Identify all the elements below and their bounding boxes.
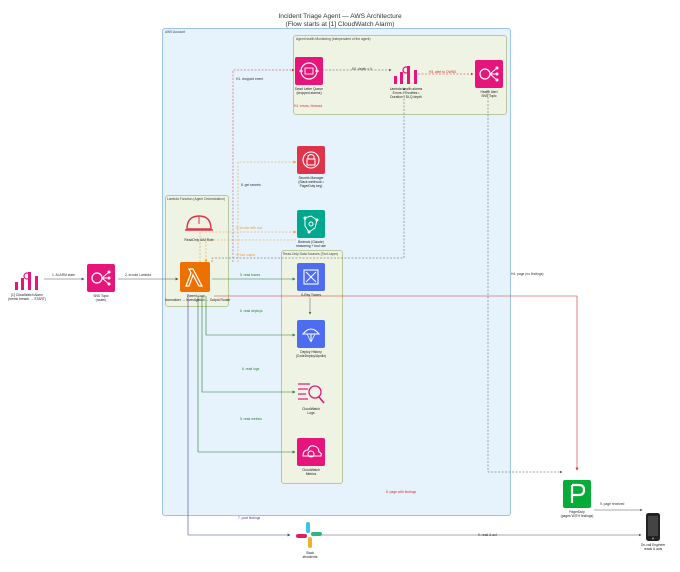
edge-label-e9: 7. post findings bbox=[238, 516, 261, 520]
edge-label-e3: 3. invoke with tool bbox=[236, 226, 263, 230]
cloudwatch-metrics-node bbox=[297, 438, 325, 466]
edge-label-e18: 8. get secrets bbox=[241, 183, 261, 187]
bedrock-label: Bedrock (Claude)reasoning + tool use bbox=[296, 240, 326, 249]
secrets-manager-node bbox=[297, 146, 325, 174]
edge-bedrock-to-lambda bbox=[204, 239, 296, 263]
diagram-title-line1: Incident Triage Agent — AWS Architecture bbox=[278, 13, 402, 20]
edge-label-e4: 4. tool output bbox=[236, 253, 256, 257]
edge-lambda-to-logs bbox=[201, 296, 296, 394]
slack-icon bbox=[296, 522, 322, 548]
cloudwatch-metrics-icon bbox=[302, 445, 322, 458]
bedrock-icon bbox=[303, 215, 319, 234]
edge-label-e17: H4. page (no findings) bbox=[511, 272, 544, 276]
xray-icon bbox=[303, 269, 319, 285]
phone-icon bbox=[646, 513, 660, 541]
edge-label-e2: 2. invoke Lambda bbox=[125, 273, 152, 277]
readonly-sources-label: Read-Only Data Sources (Tool Layer) bbox=[283, 252, 338, 256]
slack-label: Slack#incidents bbox=[302, 551, 318, 560]
xray-label: X-Ray Traces bbox=[301, 293, 321, 297]
bedrock-node bbox=[297, 210, 325, 238]
secrets-manager-icon bbox=[302, 151, 320, 169]
edge-label-e5: 5. read traces bbox=[240, 273, 261, 277]
sns-label: SNS Topic(router) bbox=[93, 294, 109, 303]
health-sns-node bbox=[475, 60, 503, 88]
edge-healthsns-to-pagerduty bbox=[487, 90, 563, 474]
cloudwatch-alarm-icon bbox=[15, 272, 38, 290]
edge-label-e16: H1. errors / timeout bbox=[294, 104, 323, 108]
pagerduty-icon bbox=[570, 483, 586, 503]
codedeploy-icon bbox=[301, 328, 321, 343]
alarm-label: [1] CloudWatch Alarm(metric breach → STA… bbox=[8, 293, 46, 302]
dlq-label: Dead Letter Queue(dropped alarms) bbox=[294, 87, 324, 96]
edge-lambda-to-dlq bbox=[232, 68, 295, 262]
edge-label-e6: 6. read deploys bbox=[240, 309, 263, 313]
lambda-icon bbox=[185, 268, 203, 287]
pagerduty-label: PagerDuty(pages WITH findings) bbox=[560, 510, 594, 519]
sns-icon bbox=[91, 270, 111, 286]
lambda-node bbox=[180, 262, 210, 292]
edge-lambda-to-deploy bbox=[205, 296, 296, 337]
sqs-icon bbox=[299, 62, 319, 80]
edge-lambda-to-health bbox=[211, 87, 406, 262]
cloudwatch-logs-icon bbox=[298, 383, 325, 404]
iam-label: ReadOnly IAM Role bbox=[184, 238, 214, 242]
diagram-title-line2: (Flow starts at [1] CloudWatch Alarm) bbox=[285, 21, 395, 28]
sns-icon bbox=[479, 66, 499, 82]
edge-lambda-to-bedrock bbox=[199, 230, 297, 262]
pagerduty-node bbox=[563, 480, 591, 508]
aws-account-label: AWS Account bbox=[165, 30, 186, 34]
edge-lambda-to-pagerduty bbox=[214, 295, 579, 471]
edge-label-e11: 9. page received bbox=[600, 502, 625, 506]
edge-lambda-to-metrics bbox=[197, 296, 296, 454]
lambda-function-label: Lambda Function (Agent Orchestration) bbox=[167, 197, 225, 201]
edge-label-e8: 5. read metrics bbox=[240, 417, 262, 421]
edge-lambda-to-secrets bbox=[237, 160, 297, 262]
sns-topic-node bbox=[87, 264, 115, 292]
edge-label-e7: 6. read logs bbox=[242, 367, 260, 371]
edge-label-e13: H1. dropped event bbox=[236, 77, 264, 81]
deploy-history-node bbox=[297, 320, 325, 348]
dlq-node bbox=[295, 57, 323, 85]
health-alarm-icon bbox=[394, 66, 417, 84]
edge-lambda-to-slack bbox=[187, 296, 291, 537]
agent-health-label: Agent health Monitoring (independent of … bbox=[296, 37, 371, 41]
edge-label-e1: 1. ALARM state bbox=[52, 273, 75, 277]
iam-hardhat-icon bbox=[185, 215, 213, 231]
edge-label-e14: H2. depth > 0 bbox=[352, 67, 372, 71]
deploy-label: Deploy History(CodeDeploy/Apollo) bbox=[295, 350, 327, 359]
edge-label-e10: 8. page with findings bbox=[386, 490, 417, 494]
xray-node bbox=[297, 263, 325, 291]
edge-label-e15: H3. alert to OWNS bbox=[429, 70, 457, 74]
edge-label-e12: 9. read & act bbox=[478, 533, 497, 537]
secrets-label: Secrets Manager(Slack webhook •PagerDuty… bbox=[298, 176, 324, 189]
